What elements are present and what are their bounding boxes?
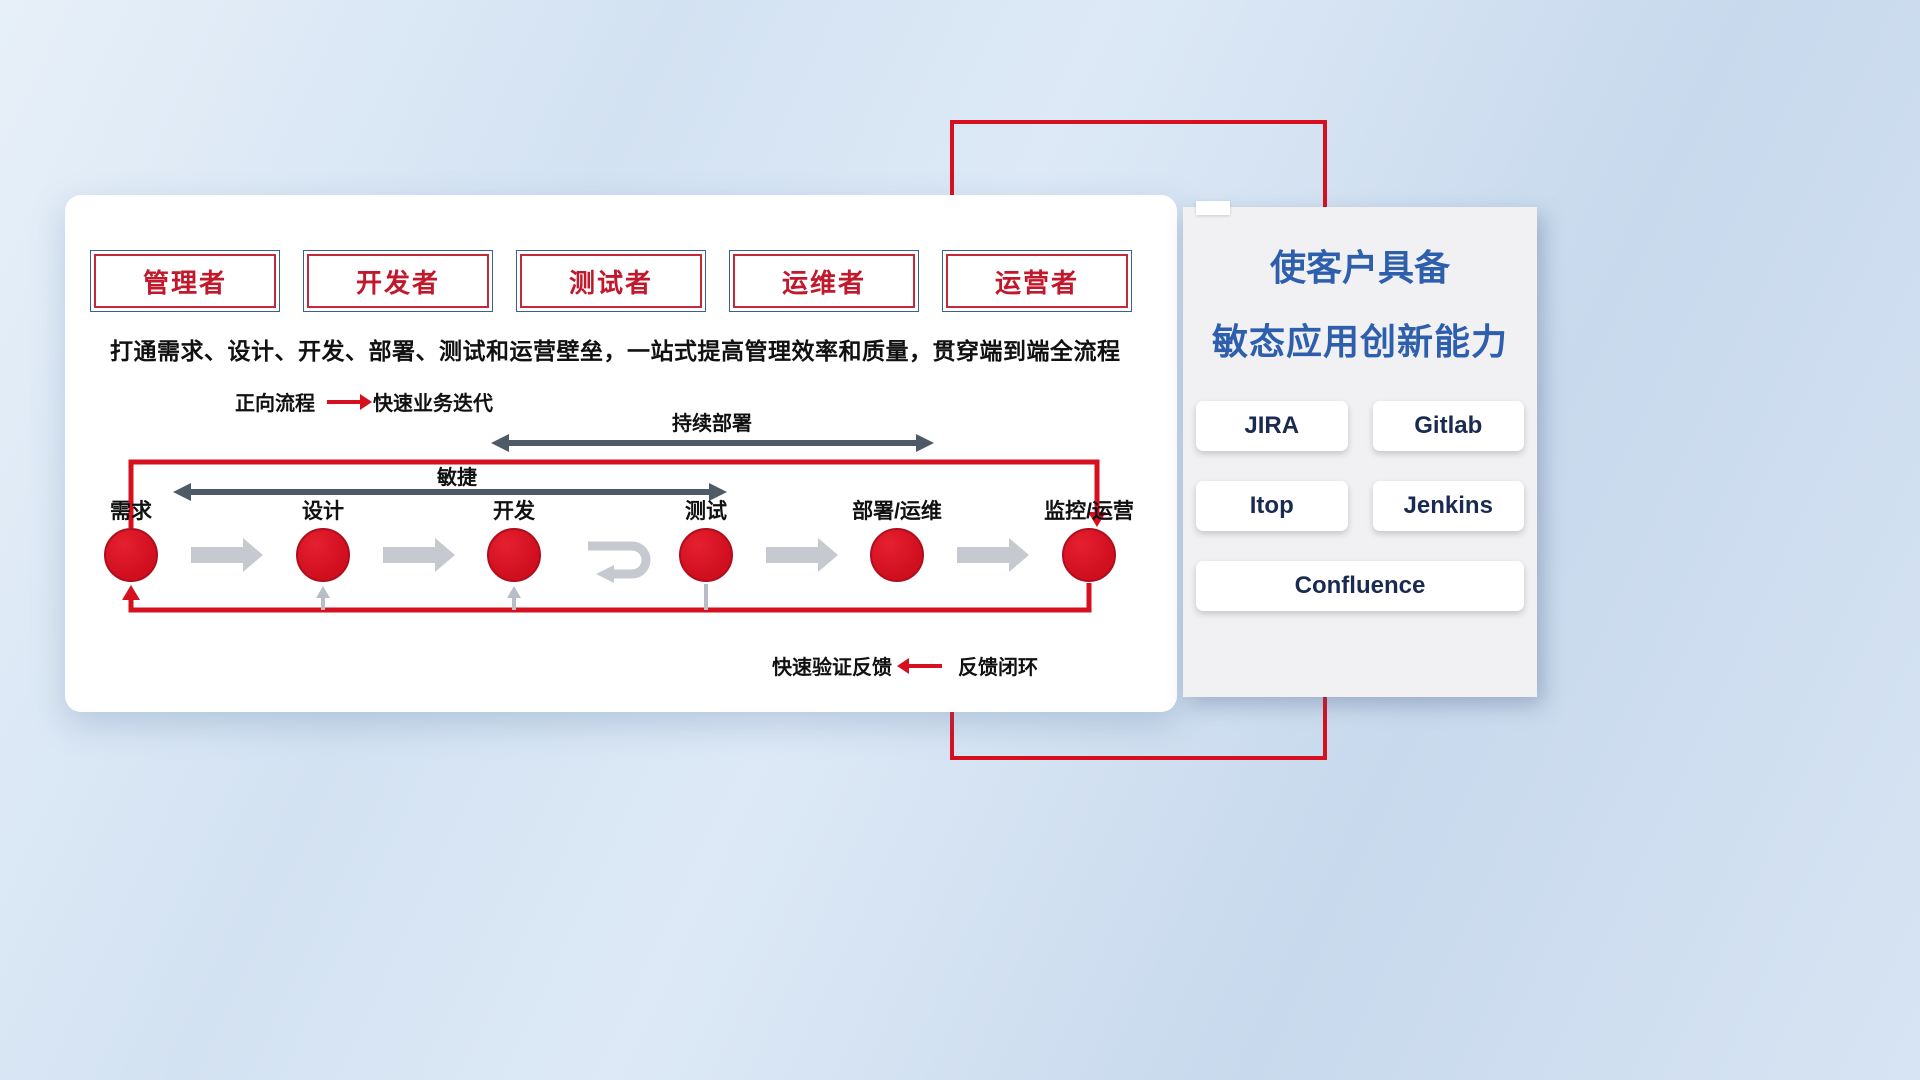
- tool-chip-gitlab: Gitlab: [1372, 401, 1524, 451]
- iteration-loop-icon: [588, 541, 651, 579]
- feedback-stub-arrowhead: [507, 586, 521, 598]
- role-box-operator: 运维者: [729, 250, 919, 312]
- panel-title-line1: 使客户具备: [1269, 247, 1450, 288]
- tools-grid: JIRA Gitlab Itop Jenkins Confluence: [1196, 401, 1524, 611]
- feedback-loop-line: [128, 583, 1092, 613]
- iteration-loop-arrowhead: [596, 565, 614, 583]
- role-box-tester: 测试者: [516, 250, 706, 312]
- feedback-stub-arrowhead: [316, 586, 330, 598]
- forward-flow-legend: 正向流程 快速业务迭代: [235, 387, 493, 416]
- roles-row: 管理者 开发者 测试者 运维者 运营者: [90, 250, 1132, 312]
- node-circle-design: [296, 528, 350, 582]
- role-box-developer: 开发者: [303, 250, 493, 312]
- feedback-loop-arrowhead: [122, 585, 140, 600]
- node-label-requirement: 需求: [110, 500, 152, 523]
- capability-panel: 使客户具备 敏态应用创新能力 JIRA Gitlab Itop Jenkins …: [1183, 207, 1537, 697]
- forward-flow-label: 正向流程: [235, 393, 315, 415]
- node-circle-monitor-ops: [1062, 528, 1116, 582]
- feedback-desc: 快速验证反馈: [772, 657, 892, 679]
- node-circle-deploy-ops: [870, 528, 924, 582]
- role-label: 测试者: [520, 254, 702, 308]
- panel-corner-decoration: [1196, 201, 1230, 215]
- role-label: 管理者: [94, 254, 276, 308]
- tool-chip-jenkins: Jenkins: [1372, 481, 1524, 531]
- feedback-label: 反馈闭环: [958, 657, 1038, 679]
- continuous-deploy-arrowhead-right: [916, 434, 934, 452]
- node-label-test: 测试: [685, 500, 727, 523]
- headline-text: 打通需求、设计、开发、部署、测试和运营壁垒，一站式提高管理效率和质量，贯穿端到端…: [110, 338, 1121, 364]
- node-label-develop: 开发: [493, 500, 535, 523]
- step-arrow: [766, 538, 838, 572]
- forward-arrow-icon: [327, 393, 372, 410]
- step-arrow: [957, 538, 1029, 572]
- node-circle-requirement: [104, 528, 158, 582]
- step-arrow: [383, 538, 455, 572]
- role-label: 运营者: [946, 254, 1128, 308]
- agile-arrowhead-left: [173, 483, 191, 501]
- continuous-deploy-arrowhead-left: [491, 434, 509, 452]
- role-label: 开发者: [307, 254, 489, 308]
- panel-title-line2: 敏态应用创新能力: [1211, 321, 1508, 362]
- node-label-monitor-ops: 监控/运营: [1044, 500, 1134, 523]
- role-label: 运维者: [733, 254, 915, 308]
- role-box-business-ops: 运营者: [942, 250, 1132, 312]
- tool-chip-itop: Itop: [1196, 481, 1348, 531]
- role-box-manager: 管理者: [90, 250, 280, 312]
- continuous-deploy-label: 持续部署: [672, 413, 752, 435]
- node-label-deploy-ops: 部署/运维: [852, 500, 942, 523]
- step-arrow: [191, 538, 263, 572]
- node-circle-develop: [487, 528, 541, 582]
- forward-flow-desc: 快速业务迭代: [373, 393, 493, 415]
- forward-loop-line: [128, 459, 1100, 528]
- node-circle-test: [679, 528, 733, 582]
- feedback-arrow-icon: [897, 657, 942, 674]
- agile-label: 敏捷: [437, 467, 477, 489]
- tool-chip-jira: JIRA: [1196, 401, 1348, 451]
- devops-flow-card: 管理者 开发者 测试者 运维者 运营者 打通需求、设计、开发、部署、测试和运营壁…: [65, 195, 1177, 712]
- node-label-design: 设计: [302, 500, 344, 523]
- feedback-legend: 快速验证反馈 反馈闭环: [772, 651, 1038, 680]
- tool-chip-confluence: Confluence: [1196, 561, 1524, 611]
